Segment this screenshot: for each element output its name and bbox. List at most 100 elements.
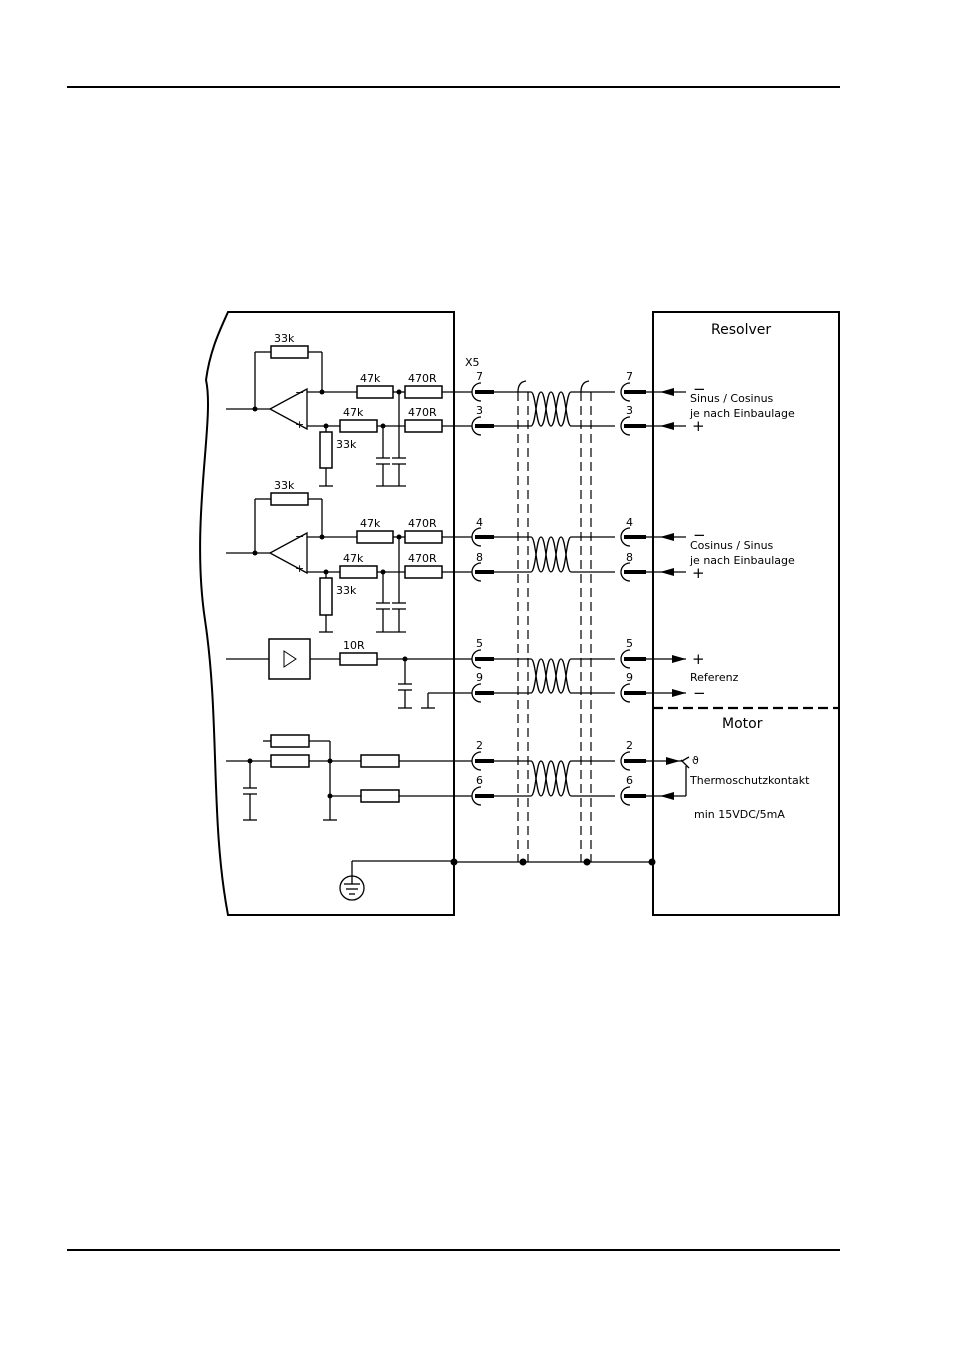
- svg-text:47k: 47k: [343, 406, 364, 419]
- winding1-plus: +: [692, 417, 705, 435]
- motor-title: Motor: [722, 716, 763, 732]
- channel1-series-top-47k: [356, 385, 394, 399]
- resolver-motor-box: [652, 311, 840, 916]
- arrow-right-icon: [672, 655, 686, 663]
- reference-amplifier-block: [268, 638, 311, 680]
- svg-text:4: 4: [626, 516, 633, 529]
- resolver-connector: 7 3 4 8 5 9: [620, 370, 646, 703]
- svg-text:4: 4: [476, 516, 483, 529]
- channel1-feedback-resistor: [270, 345, 309, 359]
- arrow-left-icon: [660, 568, 674, 576]
- arrow-left-icon: [660, 422, 674, 430]
- channel1-feedback-label: 33k: [274, 332, 295, 345]
- twisted-pair-4: [530, 760, 578, 797]
- svg-text:+: +: [295, 562, 304, 575]
- svg-text:8: 8: [626, 551, 633, 564]
- arrow-left-icon: [660, 388, 674, 396]
- svg-text:8: 8: [476, 551, 483, 564]
- svg-text:6: 6: [626, 774, 633, 787]
- svg-text:2: 2: [626, 739, 633, 752]
- twisted-pair-3: [530, 658, 578, 694]
- channel2-opamp: [268, 531, 308, 575]
- reference-circuit: 10R: [226, 638, 472, 709]
- winding1-minus: −: [693, 380, 706, 398]
- channel1-circuit: − + 33k 47k 470R 47k 470R: [226, 332, 472, 487]
- svg-text:470R: 470R: [408, 406, 437, 419]
- channel2-series-top-47k: [356, 530, 394, 544]
- svg-text:3: 3: [476, 404, 483, 417]
- svg-text:10R: 10R: [343, 639, 365, 652]
- winding1-label-line2: je nach Einbaulage: [689, 407, 795, 420]
- signal-arrows: [646, 388, 686, 800]
- thermal-switch: ϑ: [680, 754, 699, 796]
- thermal-circuit: [226, 734, 472, 821]
- svg-text:−: −: [295, 530, 304, 543]
- svg-text:6: 6: [476, 774, 483, 787]
- thermal-resistor-upper: [270, 734, 310, 748]
- channel1-opamp: [268, 387, 308, 431]
- thermal-rating-label: min 15VDC/5mA: [694, 808, 785, 821]
- cable-shields: [517, 380, 592, 865]
- svg-text:470R: 470R: [408, 552, 437, 565]
- arrow-left-icon: [660, 792, 674, 800]
- svg-text:47k: 47k: [343, 552, 364, 565]
- cable-wires: [494, 391, 615, 797]
- reference-plus: +: [692, 650, 705, 668]
- svg-text:47k: 47k: [360, 372, 381, 385]
- svg-text:5: 5: [626, 637, 633, 650]
- channel2-series-top-470r: [404, 530, 443, 544]
- svg-text:470R: 470R: [408, 372, 437, 385]
- channel2-feedback-resistor: [270, 492, 309, 506]
- reference-minus: −: [693, 684, 706, 702]
- thermal-contact-label: Thermoschutzkontakt: [689, 774, 810, 787]
- svg-text:9: 9: [626, 671, 633, 684]
- svg-text:5: 5: [476, 637, 483, 650]
- thermal-series-resistor-2: [360, 754, 400, 768]
- reference-series-resistor: [339, 652, 378, 666]
- channel2-shunt-resistor: [319, 577, 333, 616]
- drive-box: [199, 311, 455, 916]
- winding2-plus: +: [692, 564, 705, 582]
- motor-connector: 2 6: [620, 739, 646, 806]
- twisted-pair-1: [530, 391, 578, 427]
- svg-text:7: 7: [476, 370, 483, 383]
- connector-x5: 7 3 4 8 5 9 2 6: [471, 370, 494, 806]
- arrow-left-icon: [660, 533, 674, 541]
- svg-text:7: 7: [626, 370, 633, 383]
- channel1-series-bottom-47k: [339, 419, 378, 433]
- channel1-series-top-470r: [404, 385, 443, 399]
- thermal-series-resistor-6: [360, 789, 400, 803]
- svg-text:470R: 470R: [408, 517, 437, 530]
- channel2-series-bottom-470r: [404, 565, 443, 579]
- twisted-pair-2: [530, 536, 578, 573]
- svg-text:47k: 47k: [360, 517, 381, 530]
- winding2-minus: −: [693, 526, 706, 544]
- svg-text:33k: 33k: [274, 479, 295, 492]
- channel1-shunt-resistor: [319, 431, 333, 469]
- channel1-opamp-plus: +: [295, 418, 304, 431]
- channel1-series-bottom-470r: [404, 419, 443, 433]
- footer-rule: [67, 1249, 840, 1251]
- svg-text:3: 3: [626, 404, 633, 417]
- protective-earth: [339, 860, 454, 901]
- header-rule: [67, 86, 840, 88]
- channel1-opamp-minus: −: [295, 386, 304, 399]
- svg-text:9: 9: [476, 671, 483, 684]
- svg-text:33k: 33k: [336, 584, 357, 597]
- channel2-circuit: − + 33k 47k 470R 47k 470R: [226, 479, 472, 633]
- arrow-right-icon: [666, 757, 680, 765]
- shield-ground-bus: [450, 858, 656, 866]
- winding2-label-line2: je nach Einbaulage: [689, 554, 795, 567]
- svg-text:33k: 33k: [336, 438, 357, 451]
- arrow-right-icon: [672, 689, 686, 697]
- winding1-label-line1: Sinus / Cosinus: [690, 392, 774, 405]
- thermal-theta-symbol: ϑ: [692, 754, 699, 767]
- thermal-resistor-lower: [270, 754, 310, 768]
- svg-text:2: 2: [476, 739, 483, 752]
- reference-label: Referenz: [690, 671, 739, 684]
- channel2-series-bottom-47k: [339, 565, 378, 579]
- resolver-title: Resolver: [711, 322, 771, 338]
- connector-x5-label: X5: [465, 356, 480, 369]
